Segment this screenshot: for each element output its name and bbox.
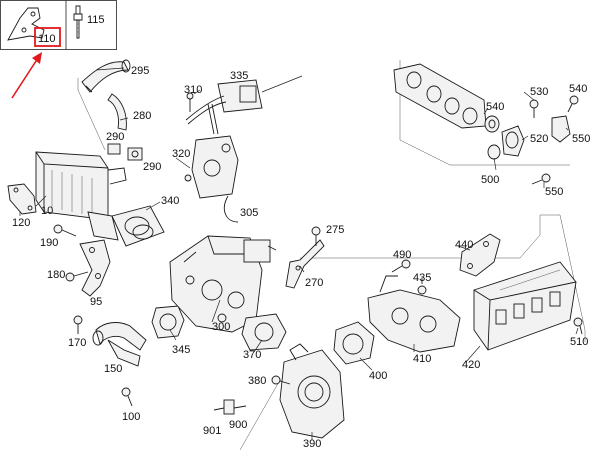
callout-190: 190 [40, 237, 58, 249]
callout-100: 180 [47, 269, 65, 281]
callout-310: 310 [184, 84, 202, 96]
callout-120: 120 [12, 217, 30, 229]
callout-390: 400 [369, 370, 387, 382]
bracket-270-drawing [285, 239, 325, 289]
bracket-95-drawing [79, 239, 111, 297]
callout-320: 320 [172, 148, 190, 160]
bolt-180-drawing [73, 315, 83, 334]
callout-330: 335 [230, 70, 248, 82]
bolt-540-drawing [567, 95, 579, 113]
callout-540: 540 [569, 83, 587, 95]
valve-330-drawing [185, 79, 263, 135]
callout-300: 300 [212, 321, 230, 333]
pipe-500-drawing [501, 125, 525, 157]
callout-901: 901 [203, 425, 221, 437]
flange-335-drawing [111, 205, 165, 247]
callout-180: 170 [68, 337, 86, 349]
gasket-490-drawing [487, 144, 501, 160]
callout-500: 520 [530, 133, 548, 145]
callout-95: 95 [90, 296, 102, 308]
callout-520: 540 [486, 101, 504, 113]
bolt-115-drawing [73, 5, 83, 39]
gasket-120-drawing [7, 183, 37, 215]
clamp-290-drawing [107, 143, 143, 161]
callout-170: 100 [122, 411, 140, 423]
bolt-190-drawing [53, 224, 77, 237]
heat-shield-430-drawing [459, 233, 501, 277]
callout-400: 410 [413, 353, 431, 365]
gasket-520-drawing [484, 115, 500, 133]
callout-270: 270 [305, 277, 323, 289]
callout-335: 340 [161, 195, 179, 207]
callout-380: 380 [248, 375, 266, 387]
callout-900: 900 [229, 419, 247, 431]
gasket-390-drawing [333, 321, 375, 365]
manifold-410-drawing [473, 261, 577, 351]
manifold-400-drawing [367, 275, 461, 353]
callout-295: 295 [131, 65, 149, 77]
callout-550: 550 [545, 186, 563, 198]
bolt-550-drawing [531, 173, 551, 185]
callout-275: 275 [326, 224, 344, 236]
red-pointer-arrow [11, 52, 42, 99]
egr-cooler-10-drawing [35, 151, 127, 241]
bolt-275-drawing [311, 226, 321, 246]
callout-290-b: 290 [143, 161, 161, 173]
callout-340: 345 [172, 344, 190, 356]
egr-valve-300-drawing [169, 235, 277, 333]
bracket-110-drawing [7, 7, 45, 41]
seal-305-drawing [224, 195, 239, 223]
callout-420: 435 [413, 272, 431, 284]
actuator-320-drawing [184, 135, 239, 199]
callout-150: 150 [104, 363, 122, 375]
bolt-440-drawing [391, 259, 411, 273]
hose-295-drawing [81, 59, 131, 93]
screw-310-drawing [186, 92, 194, 112]
callout-345: 370 [243, 349, 261, 361]
callout-115: 115 [87, 14, 105, 26]
callout-435: 510 [570, 336, 588, 348]
gasket-345-drawing [241, 313, 287, 351]
callout-530: 550 [572, 133, 590, 145]
bolt-435-drawing [573, 317, 583, 335]
manifold-top-drawing [393, 63, 487, 129]
leader-lines [19, 67, 579, 440]
pipe-150-drawing [92, 322, 147, 367]
callout-labels: 110 115 295 335 310 280 290 290 320 340 … [12, 14, 590, 450]
callout-440: 490 [393, 249, 411, 261]
bolt-510-drawing [529, 99, 539, 118]
gasket-340-drawing [151, 305, 185, 339]
callout-510: 530 [530, 86, 548, 98]
callout-430: 440 [455, 239, 473, 251]
callout-410: 420 [462, 359, 480, 371]
highlight-box-110 [34, 27, 61, 47]
inset-box [0, 0, 117, 50]
bolt-380-drawing [271, 375, 291, 385]
bolt-100-drawing [65, 271, 89, 282]
callout-10: 10 [41, 205, 53, 217]
callout-490: 500 [481, 174, 499, 186]
callout-370: 390 [303, 438, 321, 450]
callout-305: 305 [240, 207, 258, 219]
bolt-420-drawing [417, 278, 427, 295]
bolt-170-drawing [121, 387, 133, 407]
sensor-900-drawing [213, 399, 247, 415]
callout-110: 110 [38, 33, 56, 45]
housing-370-drawing [279, 343, 345, 439]
callout-280: 280 [133, 110, 151, 122]
hose-280-drawing [107, 93, 127, 131]
callout-290-a: 290 [106, 131, 124, 143]
bracket-530-drawing [551, 115, 571, 143]
